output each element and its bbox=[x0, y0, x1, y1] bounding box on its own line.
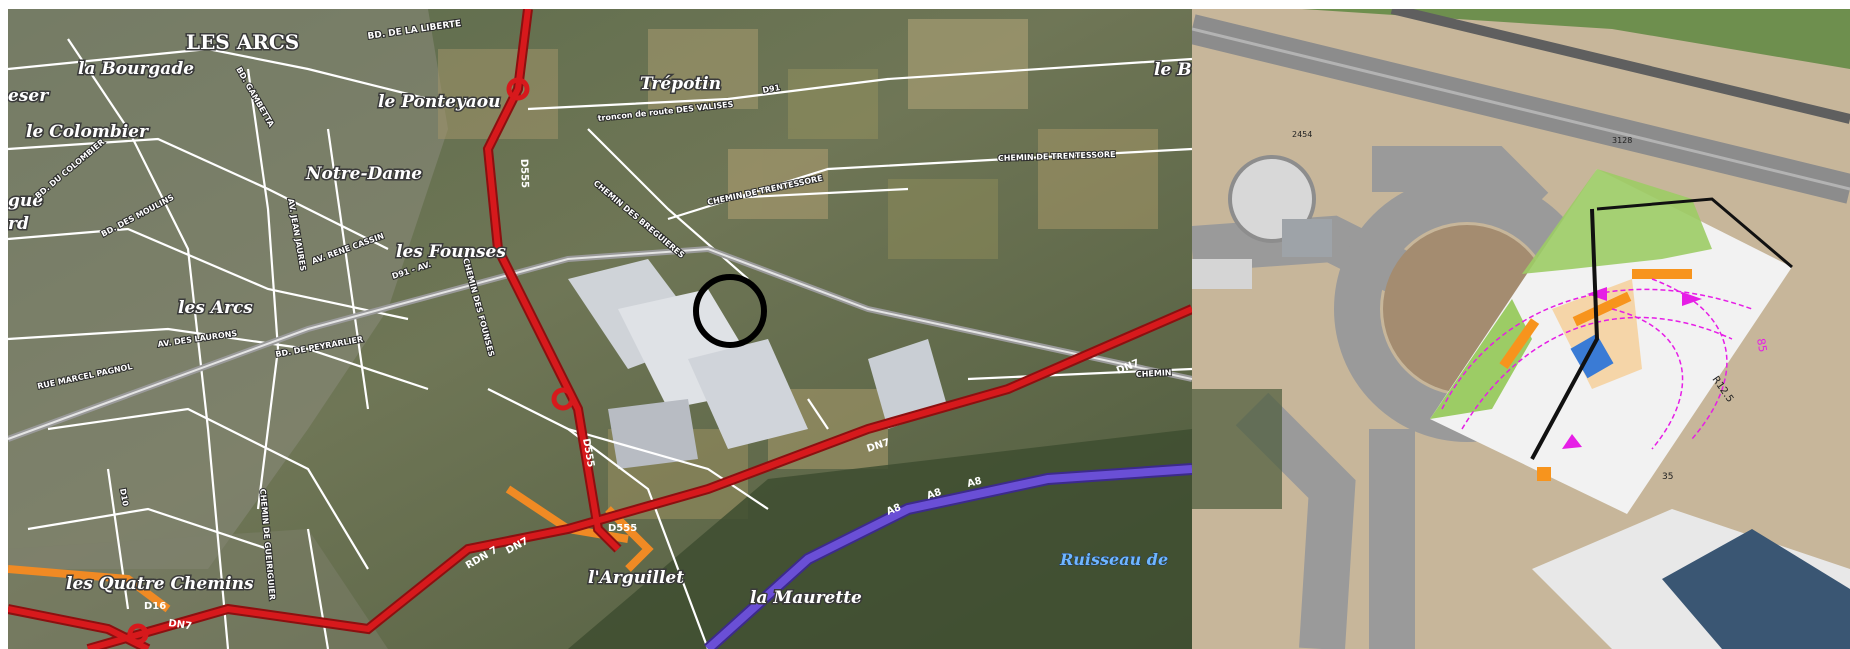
urban-area bbox=[8, 9, 448, 569]
site-marker-circle[interactable] bbox=[693, 274, 767, 348]
site-plan-overlay: R12.5 85 35 bbox=[1430, 169, 1793, 514]
plan-label-dim-85: 85 bbox=[1754, 337, 1769, 353]
label-la-maurette: la Maurette bbox=[750, 588, 862, 608]
label-rd: rd bbox=[8, 214, 29, 234]
roundabout-north bbox=[506, 77, 530, 101]
label-notre-dame: Notre-Dame bbox=[305, 164, 422, 184]
road-d16: D16 bbox=[144, 601, 166, 612]
road-d555-north: D555 bbox=[518, 159, 530, 189]
local-roads bbox=[8, 38, 1192, 649]
road-dn7-south: DN7 bbox=[168, 618, 193, 632]
road-a8-3: A8 bbox=[966, 476, 983, 490]
label-les-quatre-chemins: les Quatre Chemins bbox=[66, 574, 254, 594]
label-les-founses: les Founses bbox=[396, 242, 506, 262]
label-trepotin: Trépotin bbox=[640, 74, 721, 94]
road-a8-2: A8 bbox=[926, 487, 943, 502]
right-site-plan[interactable]: R12.5 85 35 2454 3128 bbox=[1192, 9, 1850, 649]
railway-inner bbox=[8, 247, 1192, 440]
road-d555-east: D555 bbox=[608, 523, 637, 534]
road-a8-1: A8 bbox=[885, 502, 903, 518]
label-le-ponteyaou: le Ponteyaou bbox=[378, 92, 500, 112]
label-eser: eser bbox=[8, 86, 49, 106]
label-les-arcs: les Arcs bbox=[178, 298, 253, 318]
solar-roof bbox=[1662, 529, 1850, 649]
tracks-line bbox=[1192, 27, 1850, 191]
plan-turn-paths bbox=[1441, 278, 1753, 450]
label-les-arcs-town: LES ARCS bbox=[186, 30, 299, 54]
pump-building bbox=[1282, 219, 1332, 257]
plan-boundary bbox=[1530, 208, 1600, 460]
label-le-b: le B bbox=[1154, 60, 1192, 80]
parcel-label-3128: 3128 bbox=[1612, 136, 1632, 145]
motorway-a8 bbox=[705, 465, 1192, 649]
plan-label-dim-35: 35 bbox=[1662, 472, 1673, 482]
left-map-svg: LES ARCS la Bourgade eser le Colombier g… bbox=[8, 9, 1192, 649]
right-map-svg: R12.5 85 35 2454 3128 bbox=[1192, 9, 1850, 649]
road-d555-south: D555 bbox=[580, 438, 596, 469]
roundabout-west bbox=[127, 623, 149, 645]
label-ruisseau: Ruisseau de bbox=[1059, 550, 1168, 569]
label-la-bourgade: la Bourgade bbox=[78, 59, 194, 79]
roundabout-south bbox=[551, 387, 575, 411]
road-d10: D10 bbox=[118, 488, 130, 507]
road-chemin-right: CHEMIN bbox=[1136, 368, 1172, 379]
left-aerial-map[interactable]: LES ARCS la Bourgade eser le Colombier g… bbox=[8, 9, 1192, 649]
plan-vehicles bbox=[1499, 269, 1692, 481]
industrial-buildings bbox=[568, 259, 948, 469]
parcel-label-2454: 2454 bbox=[1292, 130, 1312, 139]
label-le-colombier: le Colombier bbox=[26, 122, 149, 142]
plan-green-left bbox=[1430, 299, 1532, 419]
road-top bbox=[1390, 9, 1850, 124]
plan-boundary-top bbox=[1596, 197, 1793, 269]
label-l-arguillet: l'Arguillet bbox=[588, 568, 684, 588]
fields bbox=[438, 19, 1158, 519]
green-plot bbox=[1192, 389, 1282, 509]
label-gue: gue bbox=[8, 191, 43, 211]
green-strip bbox=[1302, 9, 1850, 69]
plan-green-top bbox=[1522, 169, 1712, 274]
road-d91: D91 bbox=[762, 83, 781, 95]
small-building bbox=[1192, 259, 1252, 289]
